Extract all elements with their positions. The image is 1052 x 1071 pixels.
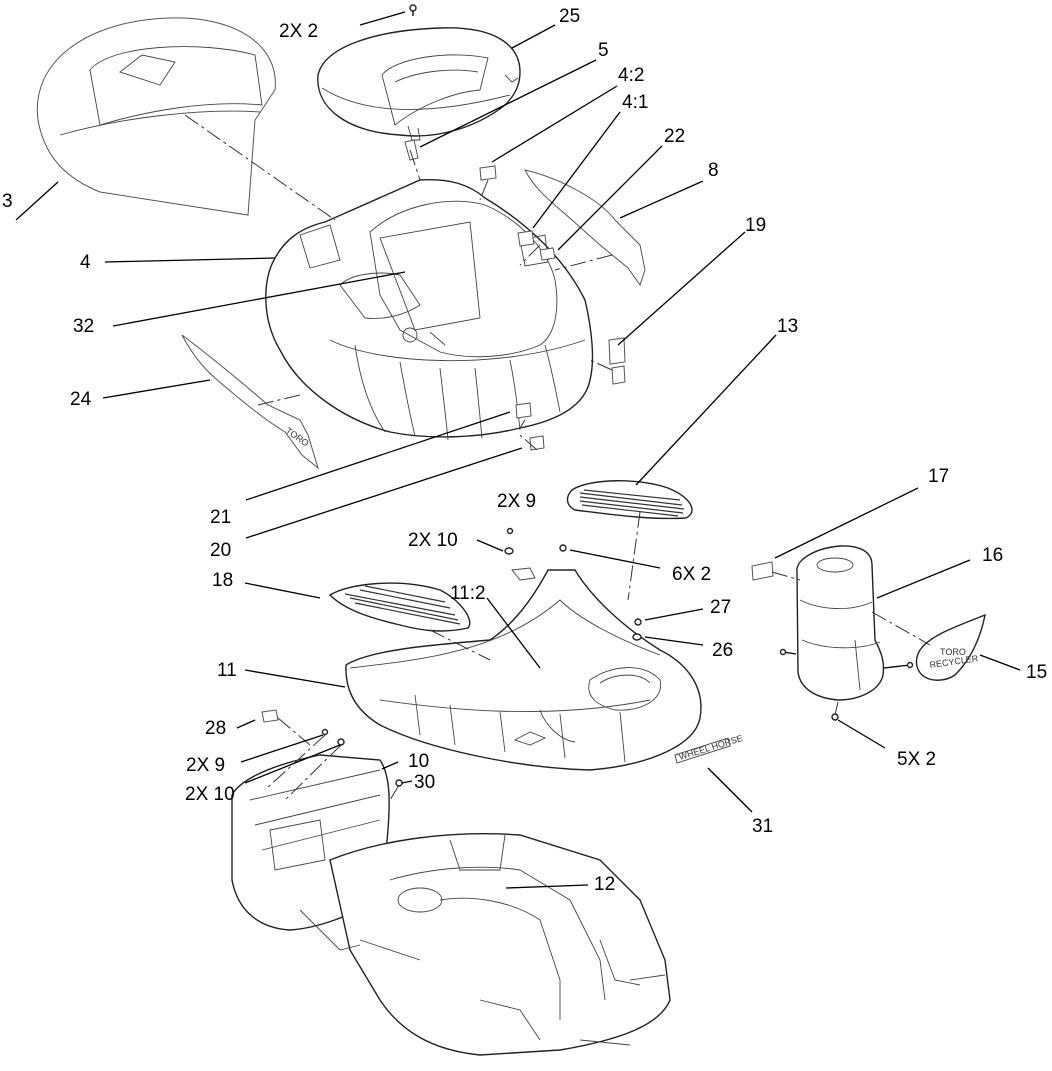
callout-12: 12 [594, 874, 615, 895]
callout-4: 4 [80, 252, 91, 273]
callout-32: 32 [73, 316, 94, 337]
callout-21: 21 [210, 507, 231, 528]
part-20-decal [529, 435, 545, 451]
leader-lines [15, 11, 1021, 889]
part-9-washer-bottom [321, 728, 329, 736]
part-15-recycler-badge: TORO RECYCLER [915, 613, 986, 681]
part-12-frame [231, 754, 671, 1056]
callout-25: 25 [559, 6, 580, 27]
part-4-fender-body [265, 178, 594, 441]
callout-15: 15 [1026, 662, 1047, 683]
callout-17: 17 [928, 466, 949, 487]
callout-26: 26 [712, 640, 733, 661]
callout-2x10-bottom: 2X 10 [185, 784, 235, 805]
callout-8: 8 [708, 160, 719, 181]
part-13-foot-pad [566, 480, 693, 520]
callout-labels: 2X 2 25 5 4:2 4:1 22 8 3 4 19 32 24 13 2… [2, 6, 1047, 895]
part-26-washer [632, 633, 642, 641]
callout-2x9-bottom: 2X 9 [186, 755, 225, 776]
callout-22: 22 [664, 126, 685, 147]
callout-27: 27 [710, 597, 731, 618]
alignment-lines [184, 114, 931, 801]
callout-5x2: 5X 2 [897, 749, 936, 770]
callout-10: 10 [408, 751, 429, 772]
callout-19: 19 [745, 215, 766, 236]
part-17-decal [751, 561, 774, 581]
callout-16: 16 [982, 545, 1003, 566]
callout-2x9-top: 2X 9 [497, 491, 536, 512]
part-16-chute-housing [779, 545, 914, 701]
part-19-decal-b [611, 365, 626, 385]
part-5-bracket [404, 139, 419, 161]
callout-24: 24 [70, 389, 92, 410]
part-4-1-decal [517, 230, 535, 247]
callout-11-2: 11:2 [450, 583, 486, 604]
part-19-decal-a [608, 337, 626, 365]
callout-4-2: 4:2 [618, 65, 644, 86]
callout-3: 3 [2, 191, 13, 212]
callout-4-1: 4:1 [622, 92, 648, 113]
callout-2x10-top: 2X 10 [408, 530, 458, 551]
part-11-floor-pan [345, 567, 702, 771]
callout-5: 5 [598, 40, 609, 61]
callout-20: 20 [210, 540, 231, 561]
part-4-2-decal [479, 165, 497, 181]
part-22-decal [539, 247, 556, 261]
part-9-washer-top [506, 527, 514, 535]
part-18-foot-pad [328, 582, 471, 632]
callout-30: 30 [414, 772, 435, 793]
toro-decal-right: TORO [940, 647, 966, 657]
part-2-screw [559, 544, 567, 552]
callout-11: 11 [217, 660, 237, 681]
callout-13: 13 [777, 316, 798, 337]
callout-2x2-top: 2X 2 [279, 21, 318, 42]
callout-18: 18 [212, 570, 233, 591]
part-10-nut-top [504, 547, 514, 555]
part-25-seat [317, 4, 521, 141]
part-21-decal [515, 402, 532, 419]
part-10-nut-bottom [337, 738, 345, 746]
part-28-decal [261, 709, 279, 723]
part-3-seat-cover [36, 17, 276, 216]
callout-6x2: 6X 2 [672, 564, 711, 585]
callout-28: 28 [205, 718, 226, 739]
callout-31: 31 [752, 816, 773, 837]
part-27-nut [634, 618, 642, 626]
